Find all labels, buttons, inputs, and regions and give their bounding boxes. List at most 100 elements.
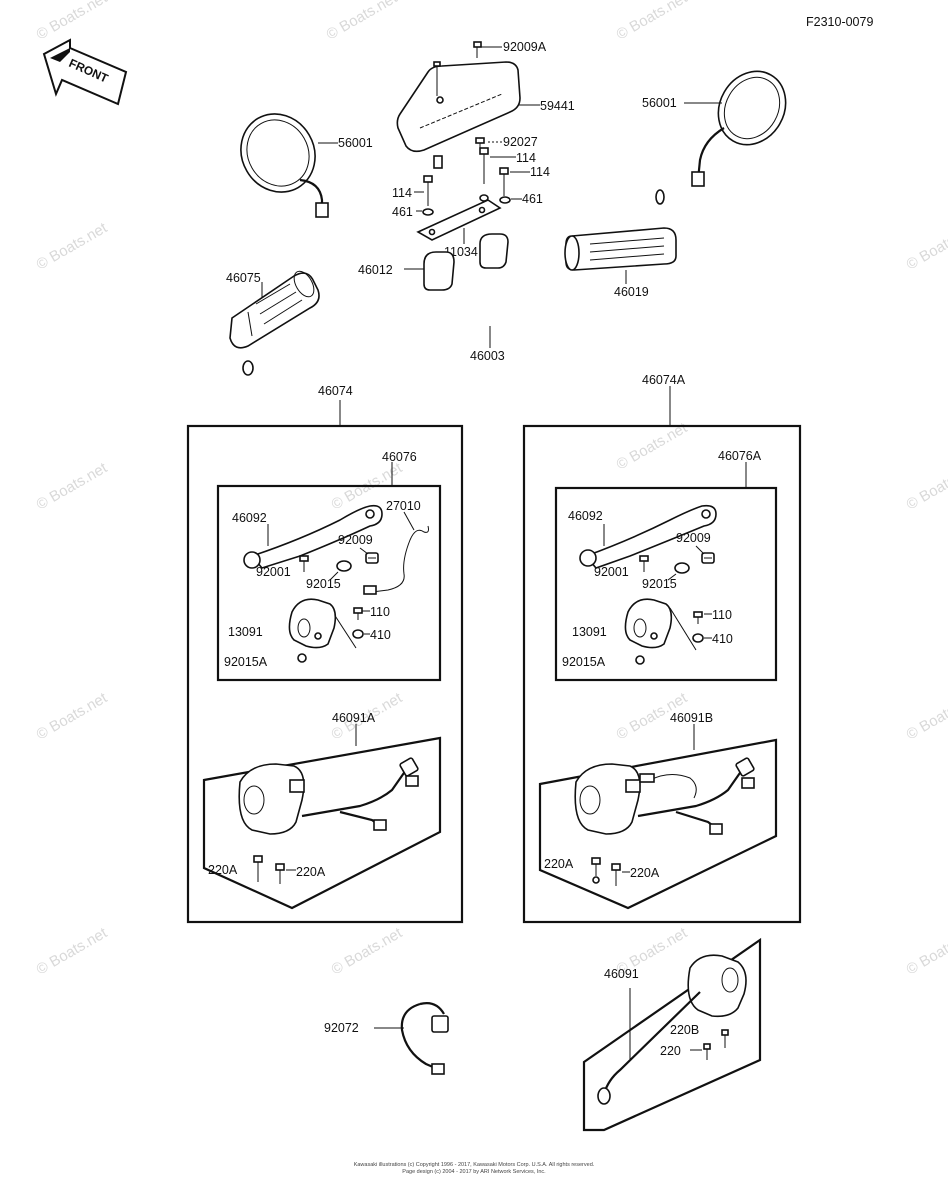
label-56001-left: 56001 <box>338 136 373 150</box>
label-114-c: 114 <box>392 186 412 200</box>
switch-box-46091a <box>202 736 442 910</box>
label-92072: 92072 <box>324 1021 359 1035</box>
mirror-right <box>691 70 787 187</box>
screw-92001-left <box>299 555 309 572</box>
screw-110-left <box>353 607 363 620</box>
handlebar-switch-left <box>238 757 419 835</box>
label-46076A: 46076A <box>718 449 762 463</box>
assembly-box-46074a <box>522 424 802 924</box>
label-46091A: 46091A <box>332 711 376 725</box>
label-92027: 92027 <box>503 135 538 149</box>
label-46092-left: 46092 <box>232 511 267 525</box>
handlebar-cover <box>396 61 521 153</box>
grip-left <box>229 270 320 349</box>
mirror-left <box>240 113 329 218</box>
screw-92001-right <box>639 555 649 572</box>
handlebar-switch-46091 <box>597 954 747 1105</box>
watermarks: © Boats.net © Boats.net © Boats.net © Bo… <box>34 0 948 978</box>
label-46074: 46074 <box>318 384 353 398</box>
watermark: © Boats.net <box>34 459 111 513</box>
cable-clamp-92072 <box>400 1002 449 1075</box>
screw-110-right <box>693 611 703 624</box>
watermark: © Boats.net <box>904 219 948 273</box>
handlebar <box>242 189 665 376</box>
label-92015A-right: 92015A <box>562 655 606 669</box>
label-114-b: 114 <box>530 165 550 179</box>
footer-line-1: Kawasaki illustrations (c) Copyright 199… <box>354 1162 595 1168</box>
label-92009-right: 92009 <box>676 531 711 545</box>
lever-box-46076 <box>216 484 442 682</box>
watermark: © Boats.net <box>34 219 111 273</box>
label-220A-left-1: 220A <box>208 863 238 877</box>
label-410-left: 410 <box>370 628 391 642</box>
label-410-right: 410 <box>712 632 733 646</box>
footer-line-2: Page design (c) 2004 - 2017 by ARI Netwo… <box>402 1169 546 1175</box>
watermark: © Boats.net <box>904 459 948 513</box>
label-27010: 27010 <box>386 499 421 513</box>
clutch-lever-left <box>243 504 383 569</box>
label-220A-right-2: 220A <box>630 866 660 880</box>
washer-410-right <box>692 633 704 643</box>
washer-461-b <box>499 196 511 204</box>
label-92015-left: 92015 <box>306 577 341 591</box>
watermark: © Boats.net <box>34 0 111 43</box>
label-46019: 46019 <box>614 285 649 299</box>
label-46091: 46091 <box>604 967 639 981</box>
label-92015A-left: 92015A <box>224 655 268 669</box>
watermark: © Boats.net <box>34 689 111 743</box>
label-46075: 46075 <box>226 271 261 285</box>
watermark: © Boats.net <box>614 0 691 43</box>
label-92001-right: 92001 <box>594 565 629 579</box>
nut-92015-right <box>674 562 690 574</box>
watermark: © Boats.net <box>329 924 406 978</box>
screw-220a-right-2 <box>611 863 621 886</box>
screw-220a-left-2 <box>275 863 285 884</box>
handlebar-switch-right <box>574 757 755 835</box>
label-114-a: 114 <box>516 151 536 165</box>
label-110-left: 110 <box>370 605 390 619</box>
screw-92009-left <box>365 552 379 564</box>
grip-right <box>564 227 677 271</box>
bushing <box>433 155 443 169</box>
watermark: © Boats.net <box>34 924 111 978</box>
label-92009A: 92009A <box>503 40 547 54</box>
label-13091-left: 13091 <box>228 625 263 639</box>
screw-92009-right <box>701 552 715 564</box>
label-461-b: 461 <box>522 192 543 206</box>
label-46012: 46012 <box>358 263 393 277</box>
watermark: © Boats.net <box>904 924 948 978</box>
front-arrow-icon: FRONT <box>42 38 128 106</box>
screw-220a-left-1 <box>253 855 263 882</box>
label-46091B: 46091B <box>670 711 713 725</box>
label-92015-right: 92015 <box>642 577 677 591</box>
washer-461-a <box>422 208 434 216</box>
label-220B: 220B <box>670 1023 699 1037</box>
lever-box-46076a <box>554 486 778 682</box>
label-59441: 59441 <box>540 99 575 113</box>
bolt-114-c <box>423 175 433 206</box>
watermark: © Boats.net <box>324 0 401 43</box>
switch-box-46091b <box>538 738 778 910</box>
lever-holder-13091-left <box>288 598 337 649</box>
washer-410-left <box>352 629 364 639</box>
watermark: © Boats.net <box>904 689 948 743</box>
label-220A-left-2: 220A <box>296 865 326 879</box>
bolt-114-b <box>499 167 509 196</box>
label-220: 220 <box>660 1044 681 1058</box>
label-13091-right: 13091 <box>572 625 607 639</box>
bolt-92009a <box>433 41 482 96</box>
assembly-box-46074 <box>186 424 464 924</box>
label-56001-right: 56001 <box>642 96 677 110</box>
label-46076: 46076 <box>382 450 417 464</box>
label-220A-right-1: 220A <box>544 857 574 871</box>
label-92001-left: 92001 <box>256 565 291 579</box>
nut-92015a-left <box>297 653 307 663</box>
screw-220b <box>721 1029 729 1048</box>
screw-220a-right-1 <box>591 857 601 884</box>
label-461-a: 461 <box>392 205 413 219</box>
brake-lever-right <box>579 504 717 569</box>
label-46074A: 46074A <box>642 373 686 387</box>
watermark: © Boats.net <box>614 419 691 473</box>
holder-46012 <box>423 233 509 291</box>
